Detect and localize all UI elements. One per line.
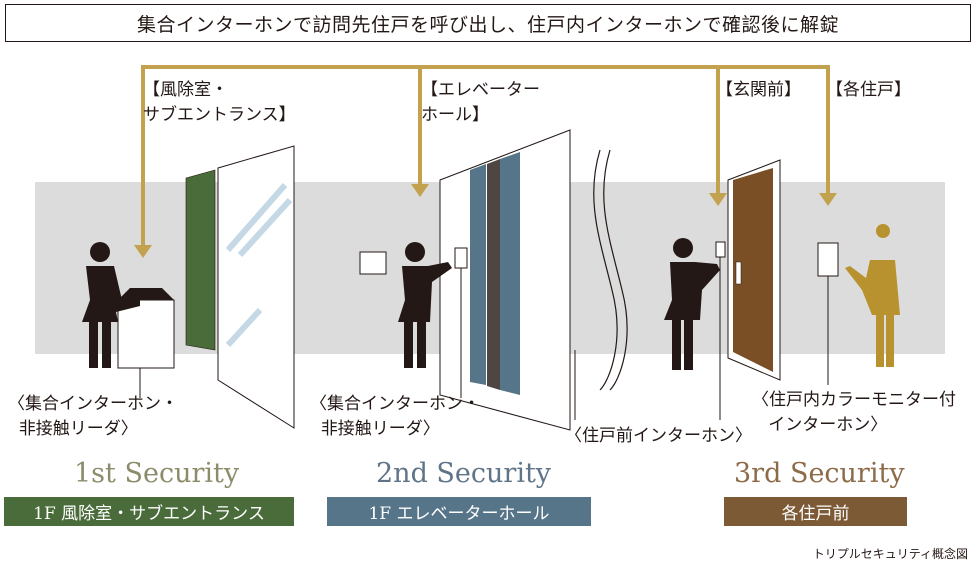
- location-label-entrance: 【玄関前】: [716, 80, 801, 100]
- location-label-windbreak: 【風除室・ サブエントランス】: [143, 80, 296, 125]
- call-route-lines: [141, 65, 830, 247]
- resident-figure: [845, 224, 900, 367]
- security-level-1: 1st Security: [74, 458, 240, 489]
- room-monitor: [817, 242, 839, 277]
- security-level-2: 2nd Security: [376, 458, 552, 489]
- device-label-front-intercom: 〈住戸前インターホン〉: [565, 426, 752, 446]
- visitor-figure: [664, 238, 720, 370]
- diagram-title: 集合インターホンで訪問先住戸を呼び出し、住戸内インターホンで確認後に解錠: [5, 4, 971, 42]
- intercom-kiosk: [117, 299, 175, 369]
- visitor-figure: [398, 242, 452, 368]
- device-label-intercom2: 〈集合インターホン・ 非接触リーダ〉: [310, 394, 480, 439]
- location-label-unit: 【各住戸】: [826, 80, 911, 100]
- security-area-2: 1F エレベーターホール: [327, 497, 591, 526]
- security-area-1: 1F 風除室・サブエントランス: [4, 497, 294, 526]
- front-intercom: [715, 241, 726, 258]
- visitor-figure: [82, 242, 140, 368]
- glass-reflection: [225, 183, 293, 348]
- elevator-reader: [454, 247, 468, 269]
- wall-panel: [359, 251, 387, 275]
- windbreak-door-frame: [185, 169, 216, 351]
- security-area-3: 各住戸前: [724, 497, 907, 526]
- front-door: [733, 168, 773, 372]
- device-label-monitor: 〈住戸内カラーモニター付 インターホン〉: [752, 390, 956, 435]
- location-label-elevator: 【エレベーター ホール】: [421, 80, 540, 125]
- security-level-3: 3rd Security: [734, 458, 905, 489]
- arrow-down-icon: [134, 245, 152, 258]
- arrow-down-icon: [411, 184, 429, 197]
- arrow-down-icon: [709, 193, 727, 206]
- device-label-intercom1: 〈集合インターホン・ 非接触リーダ〉: [8, 394, 178, 439]
- section-break: [593, 149, 628, 391]
- arrow-down-icon: [819, 193, 837, 206]
- figure-caption: トリプルセキュリティ概念図: [812, 547, 968, 561]
- arrow-heads: [134, 184, 837, 258]
